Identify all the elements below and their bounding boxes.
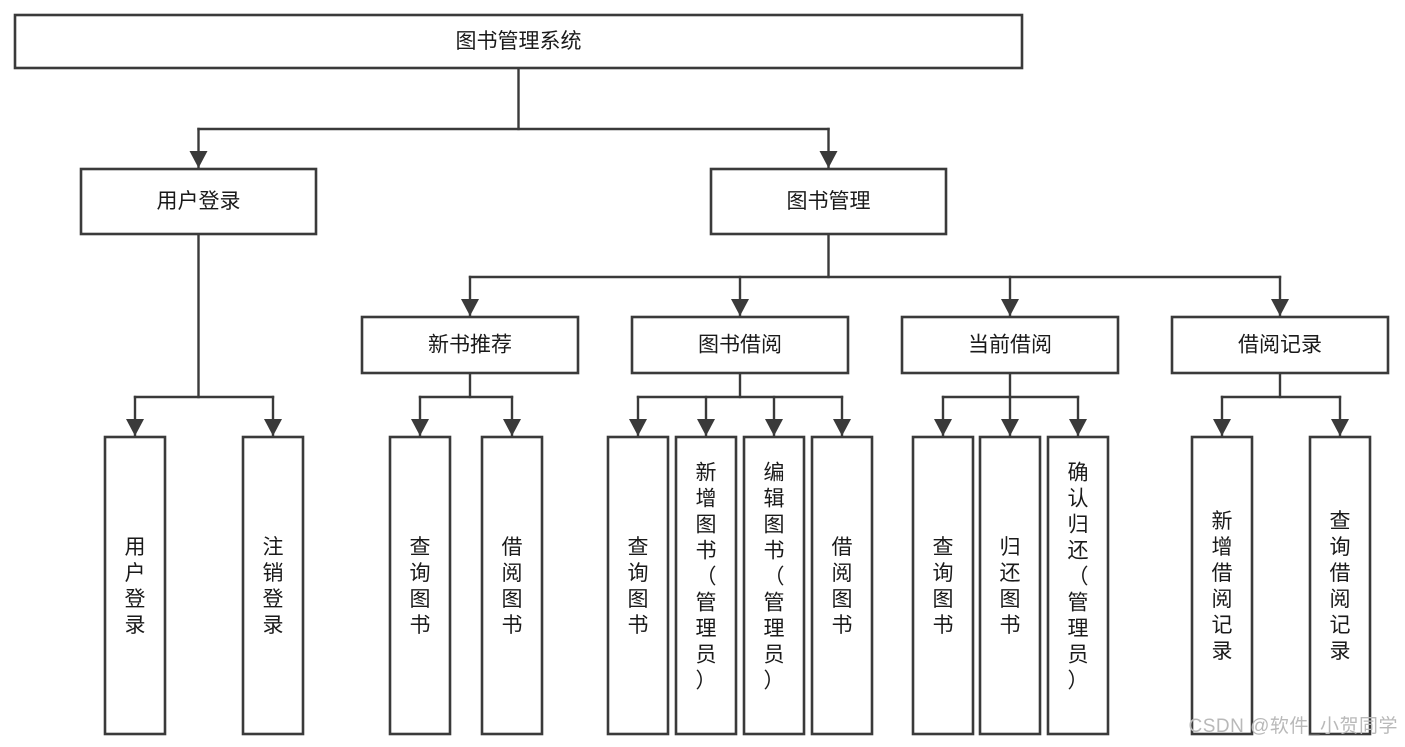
node-leaf-cur-query-book[interactable]: 查询图书 <box>911 435 975 736</box>
arrow-head-icon <box>461 299 479 316</box>
node-leaf-borrow-query-book[interactable]: 查询图书 <box>606 435 670 736</box>
arrow-head-icon <box>1001 299 1019 316</box>
node-label-book-manage: 图书管理 <box>787 190 871 213</box>
arrow-head-icon <box>264 419 282 436</box>
edge-group-borrow-record <box>1213 371 1349 438</box>
node-label-leaf-cur-return-book: 归还图书 <box>1000 536 1021 637</box>
node-box-leaf-rec-query-book <box>388 435 452 736</box>
node-leaf-rec-borrow-book[interactable]: 借阅图书 <box>480 435 544 736</box>
node-label-leaf-rec-borrow-book: 借阅图书 <box>502 536 523 637</box>
node-box-new-book-rec <box>360 315 580 375</box>
node-label-leaf-rec-query-book: 查询图书 <box>410 536 431 637</box>
node-label-user-login: 用户登录 <box>157 190 241 213</box>
node-label-leaf-borrow-query-book: 查询图书 <box>628 536 649 637</box>
arrow-head-icon <box>1069 419 1087 436</box>
node-label-borrow-record: 借阅记录 <box>1238 334 1322 357</box>
node-label-leaf-borrow-add-book: 新增图书（管理员） <box>696 461 717 692</box>
node-box-leaf-borrow-borrow-book <box>810 435 874 736</box>
node-leaf-user-logout[interactable]: 注销登录 <box>241 435 305 736</box>
node-leaf-user-login[interactable]: 用户登录 <box>103 435 167 736</box>
node-box-leaf-rec-query-record <box>1308 435 1372 736</box>
edge-group-book-manage <box>461 232 1289 318</box>
node-leaf-cur-confirm-return[interactable]: 确认归还（管理员） <box>1046 435 1110 736</box>
node-box-leaf-rec-add-record <box>1190 435 1254 736</box>
node-label-new-book-rec: 新书推荐 <box>428 334 512 357</box>
arrow-head-icon <box>731 299 749 316</box>
node-label-leaf-rec-add-record: 新增借阅记录 <box>1212 510 1233 663</box>
node-box-user-login <box>79 167 318 236</box>
arrow-head-icon <box>833 419 851 436</box>
arrow-head-icon <box>934 419 952 436</box>
arrow-head-icon <box>1001 419 1019 436</box>
node-label-leaf-borrow-borrow-book: 借阅图书 <box>832 536 853 637</box>
node-leaf-cur-return-book[interactable]: 归还图书 <box>978 435 1042 736</box>
node-leaf-rec-query-book[interactable]: 查询图书 <box>388 435 452 736</box>
node-box-leaf-borrow-query-book <box>606 435 670 736</box>
edge-group-user-login <box>126 232 282 438</box>
node-box-leaf-cur-return-book <box>978 435 1042 736</box>
node-box-leaf-cur-confirm-return <box>1046 435 1110 736</box>
arrow-head-icon <box>189 151 208 168</box>
node-label-leaf-borrow-edit-book: 编辑图书（管理员） <box>764 461 785 692</box>
node-leaf-borrow-borrow-book[interactable]: 借阅图书 <box>810 435 874 736</box>
node-box-current-borrow <box>900 315 1120 375</box>
node-box-book-manage <box>709 167 948 236</box>
node-leaf-rec-add-record[interactable]: 新增借阅记录 <box>1190 435 1254 736</box>
node-layer: 图书管理系统用户登录图书管理新书推荐图书借阅当前借阅借阅记录用户登录注销登录查询… <box>13 13 1390 736</box>
node-box-borrow-record <box>1170 315 1390 375</box>
edge-group-book-borrow <box>629 371 851 438</box>
arrow-head-icon <box>1271 299 1289 316</box>
node-root[interactable]: 图书管理系统 <box>13 13 1024 70</box>
arrow-head-icon <box>697 419 715 436</box>
arrow-head-icon <box>819 151 838 168</box>
node-label-leaf-user-logout: 注销登录 <box>263 536 284 637</box>
node-box-leaf-rec-borrow-book <box>480 435 544 736</box>
node-box-leaf-user-login <box>103 435 167 736</box>
node-user-login[interactable]: 用户登录 <box>79 167 318 236</box>
arrow-head-icon <box>1331 419 1349 436</box>
node-box-leaf-user-logout <box>241 435 305 736</box>
arrow-head-icon <box>411 419 429 436</box>
node-leaf-borrow-add-book[interactable]: 新增图书（管理员） <box>674 435 738 736</box>
node-box-root <box>13 13 1024 70</box>
csdn-watermark: CSDN @软件_小贺同学 <box>1189 715 1398 737</box>
edge-group-root <box>189 66 838 170</box>
node-current-borrow[interactable]: 当前借阅 <box>900 315 1120 375</box>
edge-group-new-book-rec <box>411 371 521 438</box>
node-borrow-record[interactable]: 借阅记录 <box>1170 315 1390 375</box>
node-label-current-borrow: 当前借阅 <box>968 334 1052 357</box>
node-label-leaf-cur-query-book: 查询图书 <box>933 536 954 637</box>
node-label-leaf-user-login: 用户登录 <box>125 536 146 637</box>
node-box-leaf-cur-query-book <box>911 435 975 736</box>
node-leaf-rec-query-record[interactable]: 查询借阅记录 <box>1308 435 1372 736</box>
node-book-manage[interactable]: 图书管理 <box>709 167 948 236</box>
node-box-leaf-borrow-add-book <box>674 435 738 736</box>
node-box-leaf-borrow-edit-book <box>742 435 806 736</box>
node-label-root: 图书管理系统 <box>456 30 582 53</box>
edge-group-current-borrow <box>934 371 1087 438</box>
arrow-head-icon <box>503 419 521 436</box>
arrow-head-icon <box>126 419 144 436</box>
node-label-leaf-cur-confirm-return: 确认归还（管理员） <box>1068 461 1089 692</box>
arrow-head-icon <box>629 419 647 436</box>
node-box-book-borrow <box>630 315 850 375</box>
node-label-leaf-rec-query-record: 查询借阅记录 <box>1330 510 1351 663</box>
node-label-book-borrow: 图书借阅 <box>698 334 782 357</box>
node-leaf-borrow-edit-book[interactable]: 编辑图书（管理员） <box>742 435 806 736</box>
connector-layer <box>126 66 1349 438</box>
node-book-borrow[interactable]: 图书借阅 <box>630 315 850 375</box>
arrow-head-icon <box>765 419 783 436</box>
node-new-book-rec[interactable]: 新书推荐 <box>360 315 580 375</box>
arrow-head-icon <box>1213 419 1231 436</box>
